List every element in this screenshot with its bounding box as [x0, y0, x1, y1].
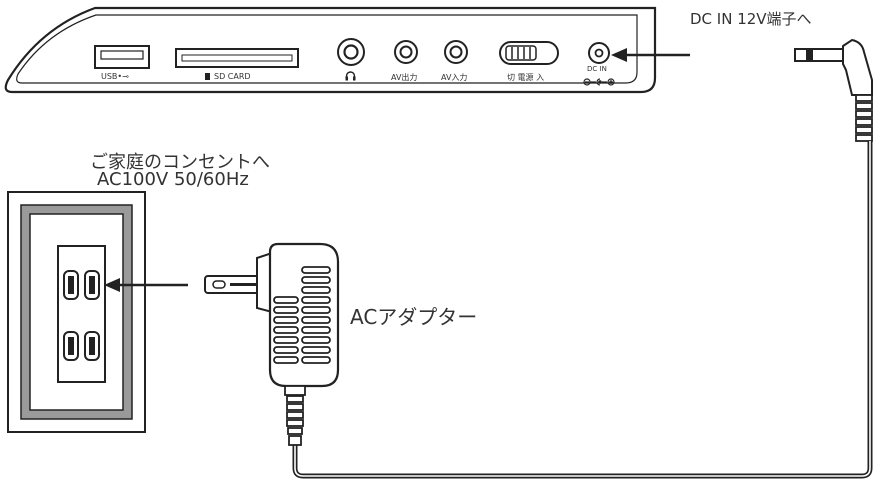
- sd-card-slot: [175, 48, 299, 68]
- av-out-label: AV出力: [391, 73, 418, 82]
- sd-card-icon: [205, 73, 210, 80]
- adapter-callout: ACアダプター: [350, 305, 478, 329]
- dc-in-jack: [588, 42, 610, 64]
- outlet-socket-lower: [63, 331, 100, 361]
- outlet-callout-line2: AC100V 50/60Hz: [97, 169, 249, 190]
- sd-card-label: SD CARD: [205, 72, 251, 81]
- ac-adapter: [204, 242, 340, 446]
- dc-plug: [794, 38, 873, 96]
- power-switch-label: 切 電源 入: [507, 73, 545, 82]
- av-out-jack: [394, 40, 418, 64]
- usb-label: USB•⊸: [101, 72, 129, 81]
- av-in-label: AV入力: [441, 73, 468, 82]
- usb-label-text: USB: [101, 72, 118, 81]
- dc-in-label: DC IN: [587, 65, 607, 73]
- av-in-jack: [444, 40, 468, 64]
- headphone-icon: [345, 71, 356, 81]
- dc-in-terminal-callout: DC IN 12V端子へ: [690, 10, 812, 28]
- power-switch: [499, 41, 559, 65]
- device-side-panel: [4, 6, 657, 94]
- headphone-label: [345, 71, 356, 83]
- dc-in-arrow: [611, 48, 690, 62]
- outlet-arrow: [104, 278, 188, 292]
- outlet-socket-upper: [63, 270, 100, 300]
- usb-port: [94, 45, 150, 69]
- polarity-icon: [583, 78, 615, 86]
- outlet-callout-line1: ご家庭のコンセントへ: [90, 152, 270, 173]
- sd-card-label-text: SD CARD: [214, 72, 251, 81]
- wall-outlet: [7, 191, 146, 433]
- dc-plug-strain-relief: [855, 94, 873, 142]
- headphone-jack: [337, 38, 365, 66]
- usb-icon: •⊸: [117, 72, 129, 81]
